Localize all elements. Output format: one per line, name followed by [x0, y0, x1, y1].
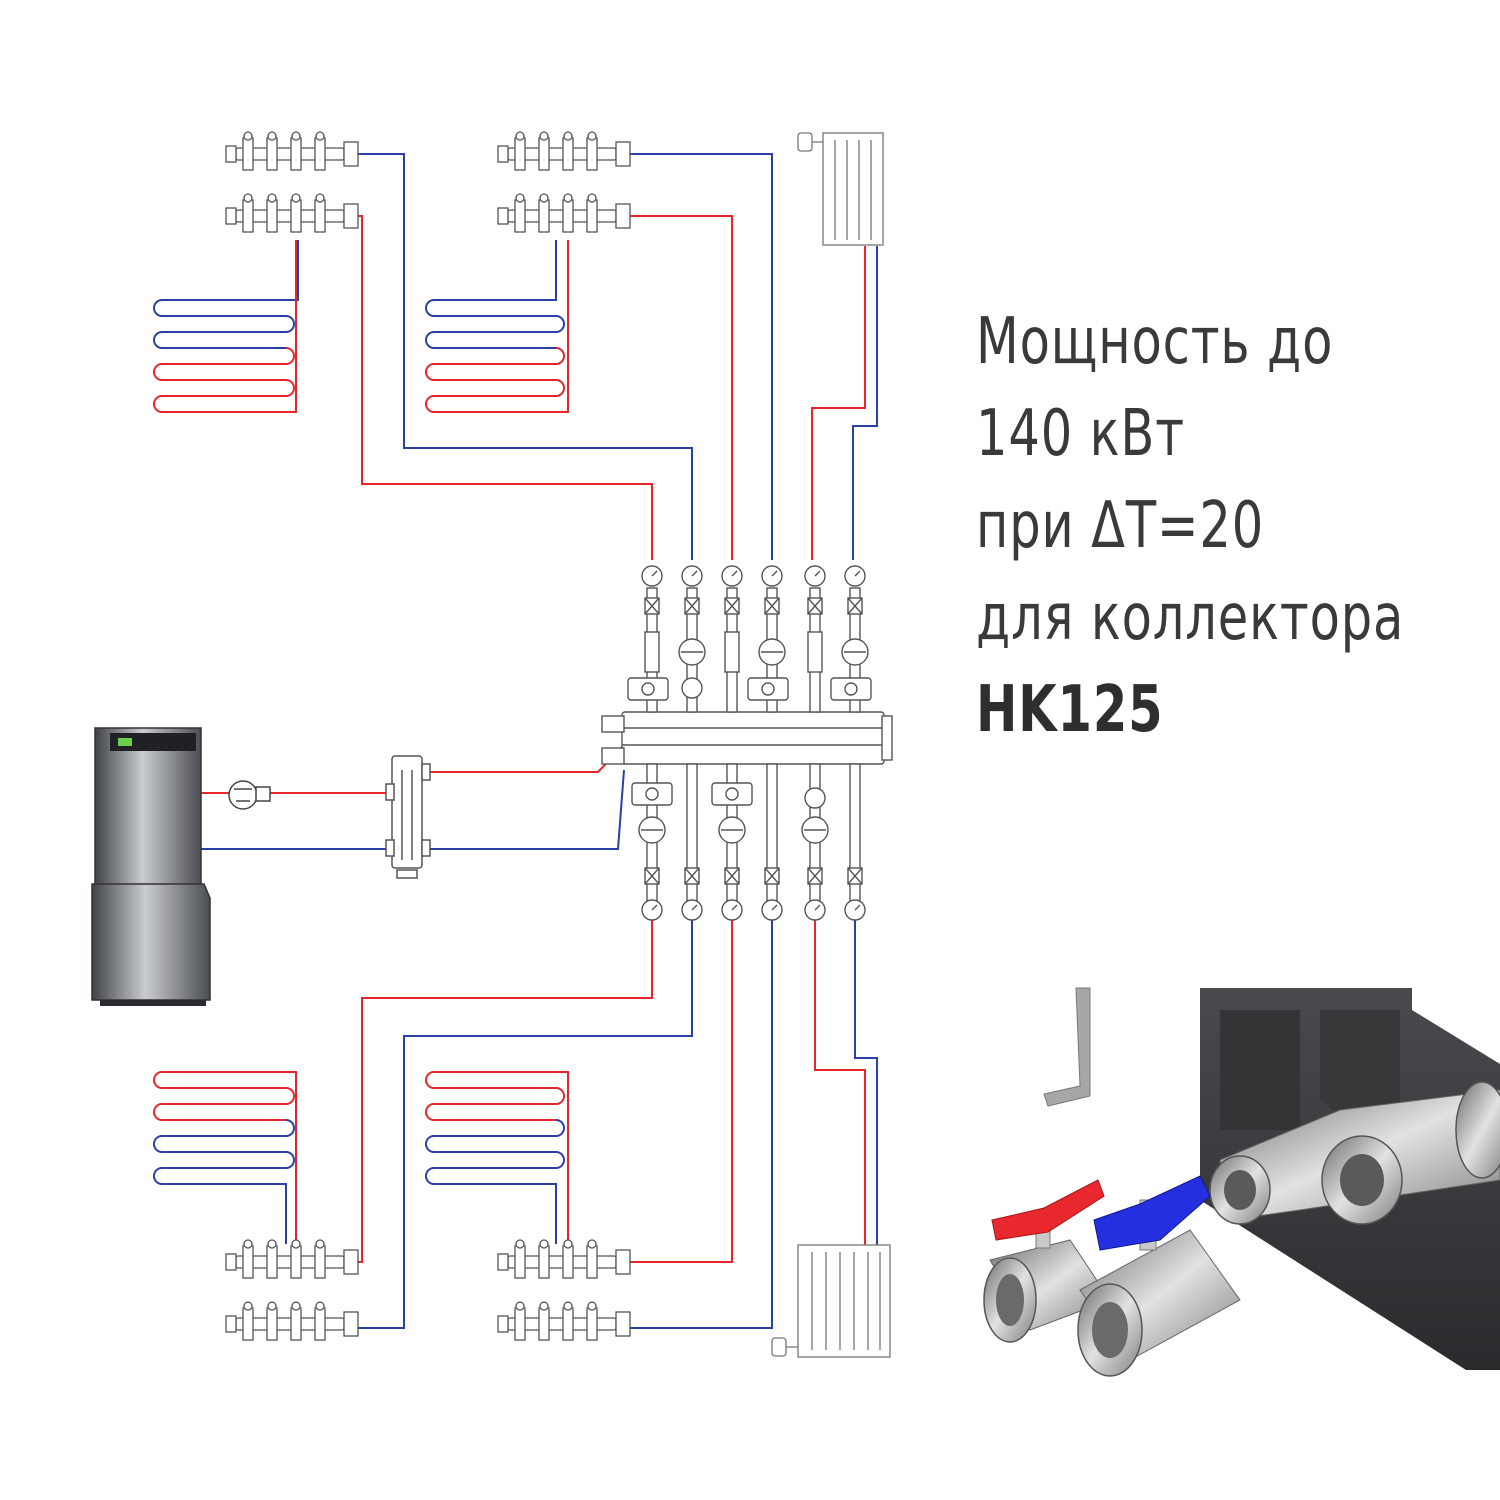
pump-group-upper [747, 565, 789, 713]
floor-loop-supply-top-mid [425, 240, 569, 413]
return-pipe-separator [430, 769, 625, 850]
pump-group-lower [844, 763, 866, 921]
floor-loop-return-top-mid [425, 240, 565, 349]
circulation-pump-icon [228, 780, 271, 810]
return-pipe-top-radiator [852, 246, 878, 560]
floor-loop-supply-bottom-left [153, 1071, 297, 1244]
pump-group-lower [761, 763, 783, 921]
supply-pipe-separator [430, 744, 625, 773]
floor-heating-manifold-icon [497, 131, 631, 233]
return-pipe-bottom-radiator [854, 920, 878, 1250]
floor-heating-manifold-icon [225, 1239, 359, 1341]
floor-loop-supply-top-left [153, 240, 297, 413]
floor-loop-supply-bottom-mid [425, 1071, 569, 1244]
supply-pipe-top-left [345, 215, 653, 560]
ball-valve-icon [983, 1179, 1111, 1343]
supply-pipe-top-mid [615, 215, 733, 560]
pump-group-upper [627, 565, 669, 713]
floor-heating-manifold-icon [225, 131, 359, 233]
floor-heating-manifold-icon [497, 1239, 631, 1341]
caption-model: HK125 [976, 673, 1164, 747]
boiler-icon [91, 727, 211, 1006]
pump-group-lower [681, 763, 703, 921]
pump-group-lower [711, 763, 753, 921]
supply-pipe-bottom-mid [615, 920, 733, 1263]
supply-pipe-bottom-radiator [814, 920, 866, 1250]
return-pipe-top-left [345, 153, 693, 560]
pump-group-lower [631, 763, 673, 921]
caption-line-delta: при ΔT=20 [976, 489, 1265, 563]
ball-valve-icon [1077, 1175, 1241, 1377]
pump-group-upper [678, 565, 706, 713]
radiator-icon [797, 132, 884, 246]
caption-line-power: Мощность до [976, 305, 1334, 379]
pump-group-lower [801, 763, 829, 921]
pump-group-upper [804, 565, 826, 713]
supply-pipe-bottom-left [345, 920, 653, 1263]
radiator-icon [771, 1244, 891, 1358]
pipe-network [153, 153, 878, 1329]
caption-line-for: для коллектора [976, 581, 1405, 655]
floor-loop-return-bottom-mid [425, 1119, 565, 1244]
distribution-collector-icon [601, 565, 893, 921]
return-pipe-bottom-mid [615, 920, 773, 1329]
return-pipe-bottom-left [345, 920, 693, 1329]
power-caption: Мощность до 140 кВт при ΔT=20 для коллек… [976, 296, 1423, 756]
floor-loop-return-bottom-left [153, 1119, 295, 1244]
caption-line-value: 140 кВт [976, 397, 1185, 471]
supply-pipe-top-radiator [811, 246, 866, 560]
pump-group-upper [721, 565, 743, 713]
collector-product-photo [983, 987, 1500, 1377]
return-pipe-top-mid [615, 153, 773, 560]
pump-group-upper [830, 565, 872, 713]
floor-loop-return-top-left [153, 240, 299, 349]
hydraulic-separator-icon [385, 755, 431, 879]
